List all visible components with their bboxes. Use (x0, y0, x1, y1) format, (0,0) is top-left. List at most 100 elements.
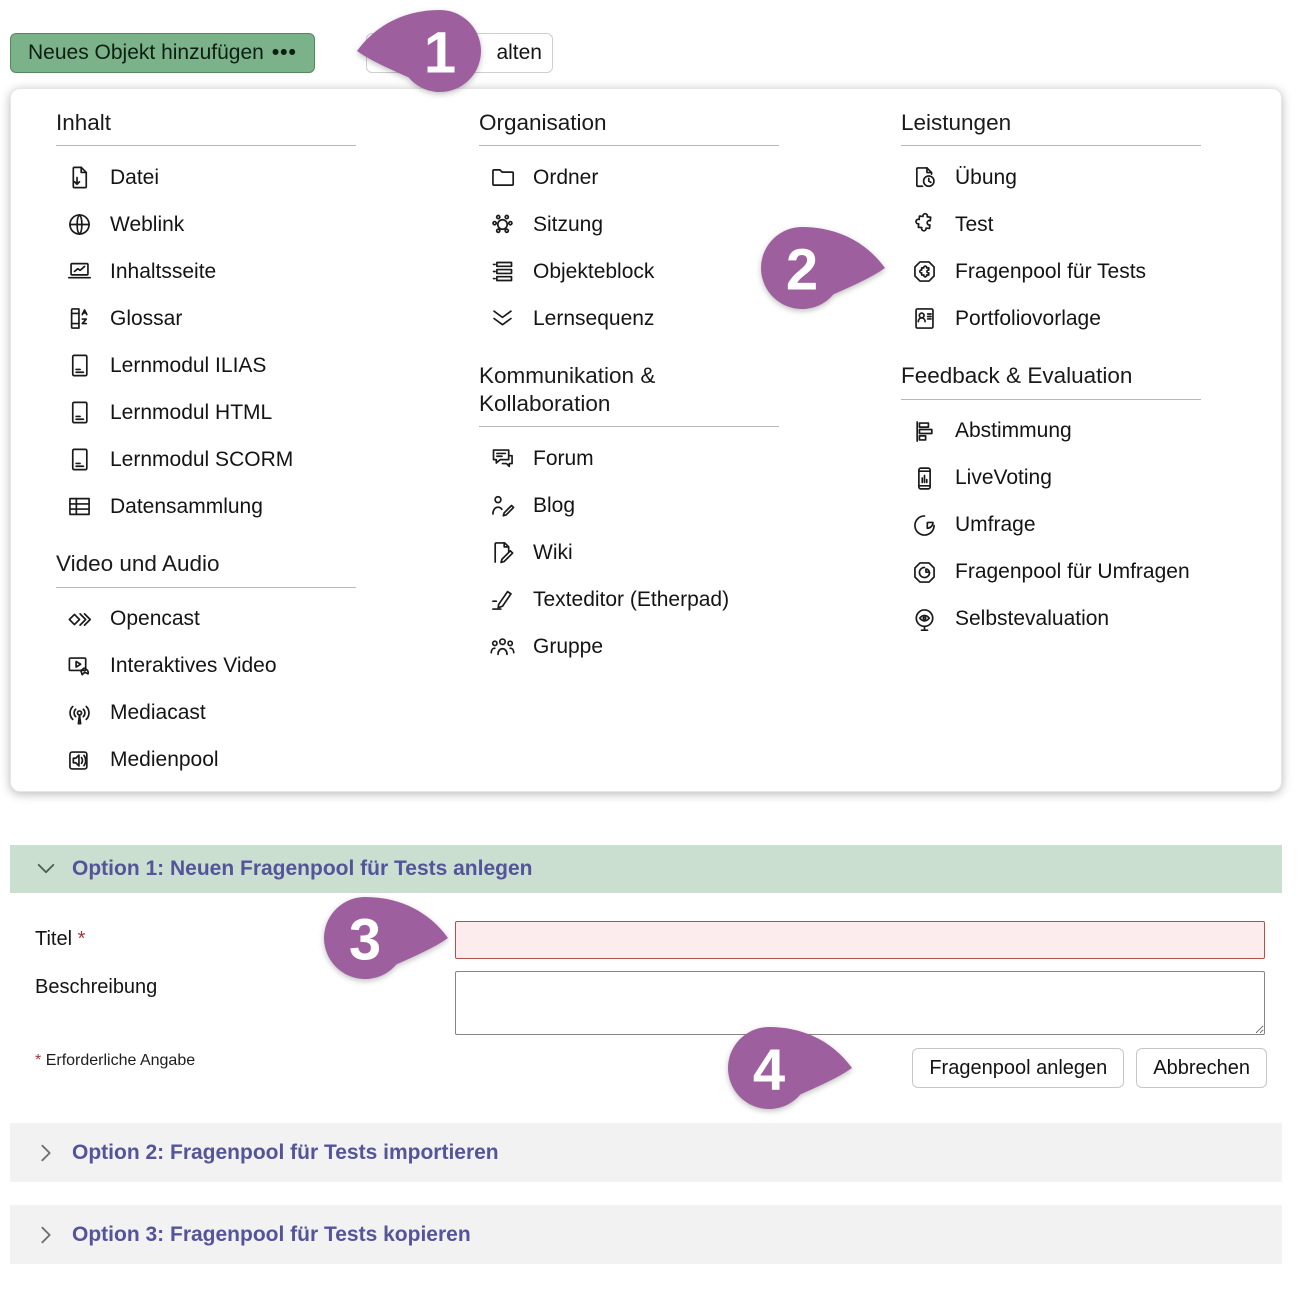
menu-item-opencast[interactable]: Opencast (56, 596, 421, 643)
option3-accordion-header[interactable]: Option 3: Fragenpool für Tests kopieren (10, 1205, 1282, 1264)
form-button-row: Fragenpool anlegen Abbrechen (455, 1048, 1267, 1088)
title-field-label: Titel * (35, 928, 86, 950)
option3-title: Option 3: Fragenpool für Tests kopieren (72, 1222, 471, 1246)
content-page-icon (66, 258, 93, 285)
glossary-icon (66, 305, 93, 332)
file-download-icon (66, 164, 93, 191)
question-pool-test-icon (911, 258, 938, 285)
callout-3-balloon: 3 (324, 897, 448, 979)
learning-module-icon (66, 352, 93, 379)
menu-item-label: Portfoliovorlage (955, 306, 1101, 330)
menu-item-label: Medienpool (110, 748, 219, 772)
menu-item-label: Ordner (533, 165, 599, 189)
menu-item-label: Interaktives Video (110, 654, 277, 678)
menu-item-inhaltsseite[interactable]: Inhaltsseite (56, 248, 421, 295)
menu-dots-icon: ••• (271, 41, 297, 64)
menu-group-title: Inhalt (56, 109, 356, 147)
menu-item-gruppe[interactable]: Gruppe (479, 623, 844, 670)
menu-item-forum[interactable]: Forum (479, 435, 844, 482)
menu-item-blog[interactable]: Blog (479, 482, 844, 529)
opencast-icon (66, 606, 93, 633)
menu-item-label: Objekteblock (533, 259, 655, 283)
menu-item-portfoliovorlage[interactable]: Portfoliovorlage (901, 295, 1273, 342)
folder-icon (489, 164, 516, 191)
menu-item-fragenpool-f-r-tests[interactable]: Fragenpool für Tests (901, 248, 1273, 295)
mediacast-icon (66, 700, 93, 727)
menu-item-interaktives-video[interactable]: Interaktives Video (56, 643, 421, 690)
menu-item-test[interactable]: Test (901, 201, 1273, 248)
question-pool-survey-icon (911, 559, 938, 586)
menu-item-label: Selbstevaluation (955, 607, 1110, 631)
menu-item-texteditor-etherpad[interactable]: Texteditor (Etherpad) (479, 576, 844, 623)
menu-item-label: Fragenpool für Umfragen (955, 560, 1190, 584)
chevron-right-icon (41, 1144, 51, 1161)
menu-group-title: Video und Audio (56, 550, 356, 588)
menu-item-label: Fragenpool für Tests (955, 259, 1147, 283)
manage-button-partially-covered[interactable]: alten (366, 33, 553, 73)
menu-item-selbstevaluation[interactable]: Selbstevaluation (901, 596, 1273, 643)
cancel-button[interactable]: Abbrechen (1136, 1048, 1267, 1088)
menu-item-label: Texteditor (Etherpad) (533, 587, 730, 611)
description-textarea[interactable] (455, 971, 1265, 1035)
menu-item-ordner[interactable]: Ordner (479, 154, 844, 201)
create-question-pool-button[interactable]: Fragenpool anlegen (912, 1048, 1125, 1088)
menu-item-label: Gruppe (533, 634, 604, 658)
menu-item-label: Weblink (110, 212, 185, 236)
menu-item-wiki[interactable]: Wiki (479, 529, 844, 576)
menu-item-label: Mediacast (110, 701, 206, 725)
menu-item-sitzung[interactable]: Sitzung (479, 201, 844, 248)
svg-text:3: 3 (349, 908, 381, 973)
interactive-video-icon (66, 653, 93, 680)
menu-item-fragenpool-f-r-umfragen[interactable]: Fragenpool für Umfragen (901, 549, 1273, 596)
object-block-icon (489, 258, 516, 285)
menu-item-label: Datei (110, 165, 160, 189)
required-asterisk: * (35, 1052, 42, 1069)
menu-item-label: Abstimmung (955, 419, 1072, 443)
menu-item-abstimmung[interactable]: Abstimmung (901, 408, 1273, 455)
menu-item-mediacast[interactable]: Mediacast (56, 690, 421, 737)
option2-accordion-header[interactable]: Option 2: Fragenpool für Tests importier… (10, 1123, 1282, 1182)
wiki-icon (489, 539, 516, 566)
description-field-label: Beschreibung (35, 976, 158, 998)
menu-item-medienpool[interactable]: Medienpool (56, 737, 421, 784)
learning-sequence-icon (489, 305, 516, 332)
menu-item-objekteblock[interactable]: Objekteblock (479, 248, 844, 295)
menu-item-lernmodul-scorm[interactable]: Lernmodul SCORM (56, 436, 421, 483)
menu-item-label: Opencast (110, 607, 200, 631)
menu-item-lernmodul-ilias[interactable]: Lernmodul ILIAS (56, 342, 421, 389)
option1-accordion-header[interactable]: Option 1: Neuen Fragenpool für Tests anl… (10, 845, 1282, 893)
test-icon (911, 211, 938, 238)
menu-item-label: Wiki (533, 540, 573, 564)
globe-icon (66, 211, 93, 238)
menu-item-label: Lernmodul ILIAS (110, 353, 267, 377)
menu-item-livevoting[interactable]: LiveVoting (901, 455, 1273, 502)
menu-item-bung[interactable]: Übung (901, 154, 1273, 201)
add-object-button[interactable]: Neues Objekt hinzufügen ••• (10, 33, 315, 73)
menu-item-datensammlung[interactable]: Datensammlung (56, 483, 421, 530)
menu-item-glossar[interactable]: Glossar (56, 295, 421, 342)
menu-item-lernmodul-html[interactable]: Lernmodul HTML (56, 389, 421, 436)
add-object-button-label: Neues Objekt hinzufügen (28, 41, 264, 64)
menu-item-label: Lernmodul HTML (110, 400, 273, 424)
menu-item-label: Test (955, 212, 994, 236)
forum-icon (489, 445, 516, 472)
menu-group-title: Kommunikation & Kollaboration (479, 362, 779, 428)
menu-item-umfrage[interactable]: Umfrage (901, 502, 1273, 549)
menu-item-lernsequenz[interactable]: Lernsequenz (479, 295, 844, 342)
menu-item-label: Übung (955, 165, 1017, 189)
livevoting-icon (911, 465, 938, 492)
menu-item-datei[interactable]: Datei (56, 154, 421, 201)
option1-title: Option 1: Neuen Fragenpool für Tests anl… (72, 857, 533, 880)
title-input[interactable] (455, 921, 1265, 959)
menu-item-label: Forum (533, 446, 594, 470)
menu-item-weblink[interactable]: Weblink (56, 201, 421, 248)
required-note: * Erforderliche Angabe (35, 1052, 196, 1069)
exercise-icon (911, 164, 938, 191)
